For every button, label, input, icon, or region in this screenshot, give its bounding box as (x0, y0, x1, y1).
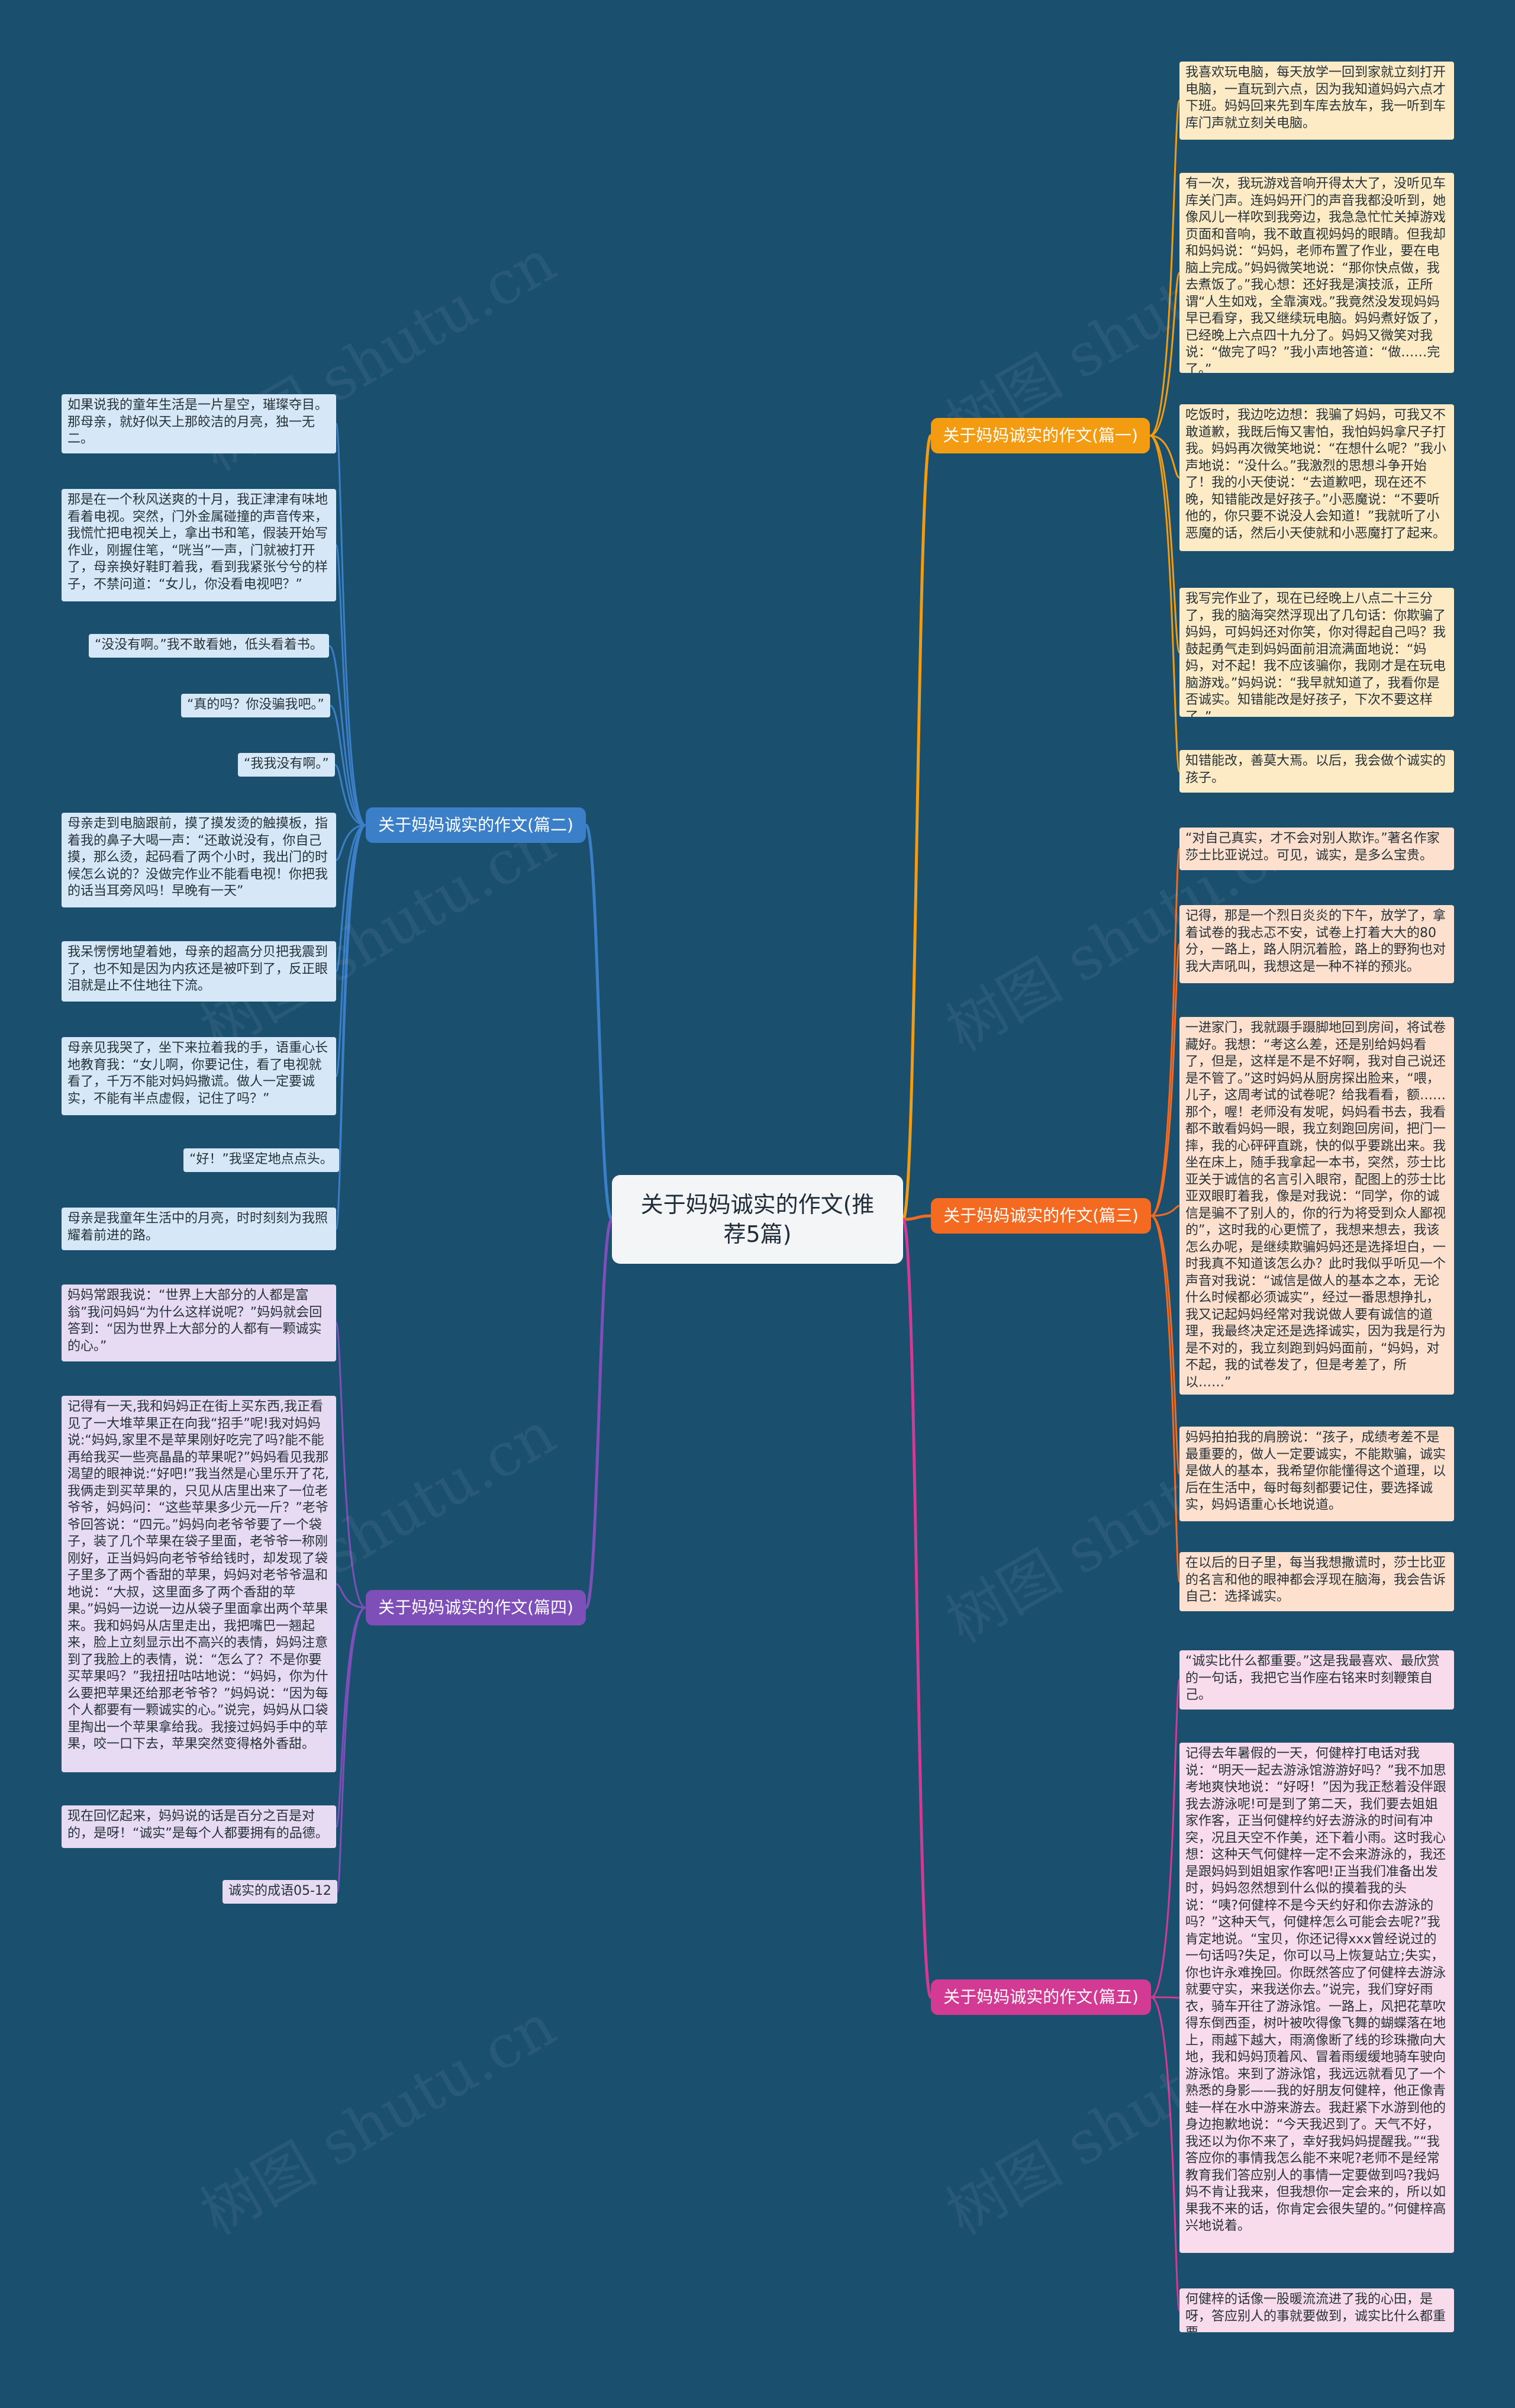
leaf-essay-4-para-4: 诚实的成语05-12 (223, 1880, 337, 1904)
branch-to-leaf-line (335, 1607, 367, 1828)
branch-to-leaf-line (335, 824, 367, 1230)
leaf-essay-3-para-5: 在以后的日子里，每当我想撒谎时，莎士比亚的名言和他的眼神都会浮现在脑海，我会告诉… (1179, 1552, 1454, 1611)
leaf-essay-4-para-3: 现在回忆起来，妈妈说的话是百分之百是对的，是呀！“诚实”是每个人都要拥有的品德。 (62, 1805, 336, 1848)
root-to-branch-line (901, 1214, 933, 1221)
branch-to-leaf-line (1150, 1996, 1181, 1999)
branch-to-leaf-line (335, 824, 367, 861)
branch-to-leaf-line (329, 704, 367, 826)
leaf-essay-4-para-1: 妈妈常跟我说：“世界上大部分的人都是富翁”我问妈妈“为什么这样说呢？”妈妈就会回… (62, 1285, 336, 1361)
branch-essay-3[interactable]: 关于妈妈诚实的作文(篇三) (931, 1198, 1151, 1234)
branch-to-leaf-line (335, 423, 367, 826)
branch-to-leaf-line (1149, 99, 1181, 437)
branch-to-leaf-line (1150, 1215, 1181, 1583)
root-to-branch-line (584, 1218, 614, 1609)
branch-to-leaf-line (335, 824, 367, 1077)
root-topic[interactable]: 关于妈妈诚实的作文(推荐5篇) (612, 1175, 903, 1264)
leaf-essay-3-para-1: “对自己真实，才不会对别人欺诈。”著名作家莎士比亚说过。可见，诚实，是多么宝贵。 (1179, 828, 1454, 870)
leaf-essay-1-para-5: 知错能改，善莫大焉。以后，我会做个诚实的孩子。 (1179, 750, 1454, 793)
branch-essay-4[interactable]: 关于妈妈诚实的作文(篇四) (366, 1590, 586, 1625)
leaf-essay-2-para-7: 我呆愣愣地望着她，母亲的超高分贝把我震到了，也不知是因为内疚还是被吓到了，反正眼… (62, 941, 336, 1002)
branch-to-leaf-line (1150, 943, 1181, 1217)
leaf-essay-1-para-3: 吃饭时，我边吃边想：我骗了妈妈，可我又不敢道歉，我既后悔又害怕，我怕妈妈拿尺子打… (1179, 404, 1454, 551)
leaf-essay-2-para-9: “好！”我坚定地点点头。 (183, 1148, 339, 1172)
branch-essay-5[interactable]: 关于妈妈诚实的作文(篇五) (931, 1979, 1151, 2015)
leaf-essay-2-para-2: 那是在一个秋风送爽的十月，我正津津有味地看着电视。突然，门外金属碰撞的声音传来，… (62, 489, 336, 601)
leaf-essay-1-para-4: 我写完作业了，现在已经晚上八点二十三分了，我的脑海突然浮现出了几句话：你欺骗了妈… (1179, 588, 1454, 717)
branch-to-leaf-line (328, 645, 367, 826)
branch-to-leaf-line (335, 824, 367, 973)
branch-to-leaf-line (1149, 434, 1181, 479)
leaf-essay-5-para-3: 何健梓的话像一股暖流流进了我的心田，是呀，答应别人的事就要做到，诚实比什么都重要 (1179, 2288, 1454, 2332)
branch-to-leaf-line (335, 1583, 367, 1609)
root-to-branch-line (901, 1218, 933, 1999)
branch-to-leaf-line (1150, 848, 1181, 1217)
branch-to-leaf-line (336, 1607, 367, 1893)
leaf-essay-2-para-5: “我我没有啊。” (238, 753, 335, 777)
branch-to-leaf-line (1150, 1215, 1181, 1475)
leaf-essay-1-para-1: 我喜欢玩电脑，每天放学一回到家就立刻打开电脑，一直玩到六点，因为我知道妈妈六点才… (1179, 62, 1454, 140)
leaf-essay-2-para-3: “没没有啊。”我不敢看她，低头看着书。 (89, 634, 329, 658)
leaf-essay-3-para-4: 妈妈拍拍我的肩膀说：“孩子，成绩考差不是最重要的，做人一定要诚实，不能欺骗，诚实… (1179, 1427, 1454, 1521)
leaf-essay-5-para-1: “诚实比什么都重要。”这是我最喜欢、最欣赏的一句话，我把它当作座右铭来时刻鞭策自… (1179, 1650, 1454, 1710)
branch-to-leaf-line (1150, 1205, 1181, 1217)
branch-to-leaf-line (334, 764, 367, 826)
root-to-branch-line (901, 434, 933, 1221)
leaf-essay-2-para-10: 母亲是我童年生活中的月亮，时时刻刻为我照耀着前进的路。 (62, 1208, 336, 1250)
branch-to-leaf-line (1149, 434, 1181, 772)
leaf-essay-1-para-2: 有一次，我玩游戏音响开得太大了，没听见车库关门声。连妈妈开门的声音我都没听到，她… (1179, 173, 1454, 373)
branch-to-leaf-line (1149, 434, 1181, 653)
branch-to-leaf-line (1150, 1679, 1181, 1998)
leaf-essay-4-para-2: 记得有一天,我和妈妈正在街上买东西,我正看见了一大堆苹果正在向我“招手”呢!我对… (62, 1396, 336, 1772)
branch-to-leaf-line (1149, 272, 1181, 437)
leaf-essay-2-para-8: 母亲见我哭了，坐下来拉着我的手，语重心长地教育我：“女儿啊，你要记住，看了电视就… (62, 1037, 336, 1115)
leaf-essay-3-para-3: 一进家门，我就蹑手蹑脚地回到房间，将试卷藏好。我想：“考这么差，还是别给妈妈看了… (1179, 1017, 1454, 1395)
branch-to-leaf-line (335, 544, 367, 826)
leaf-essay-2-para-6: 母亲走到电脑跟前，摸了摸发烫的触摸板，指着我的鼻子大喝一声：“还敢说没有，你自己… (62, 813, 336, 907)
branch-to-leaf-line (1150, 1996, 1181, 2312)
branch-essay-2[interactable]: 关于妈妈诚实的作文(篇二) (366, 807, 586, 843)
branch-essay-1[interactable]: 关于妈妈诚实的作文(篇一) (931, 418, 1150, 453)
leaf-essay-2-para-4: “真的吗？你没骗我吧。” (181, 694, 330, 717)
root-to-branch-line (584, 823, 614, 1221)
leaf-essay-2-para-1: 如果说我的童年生活是一片星空，璀璨夺目。那母亲，就好似天上那皎洁的月亮，独一无二… (62, 394, 336, 453)
branch-to-leaf-line (335, 1322, 367, 1609)
leaf-essay-5-para-2: 记得去年暑假的一天，何健梓打电话对我说：“明天一起去游泳馆游游好吗？”我不加思考… (1179, 1743, 1454, 2253)
leaf-essay-3-para-2: 记得，那是一个烈日炎炎的下午，放学了，拿着试卷的我忐忑不安，试卷上打着大大的80… (1179, 905, 1454, 983)
